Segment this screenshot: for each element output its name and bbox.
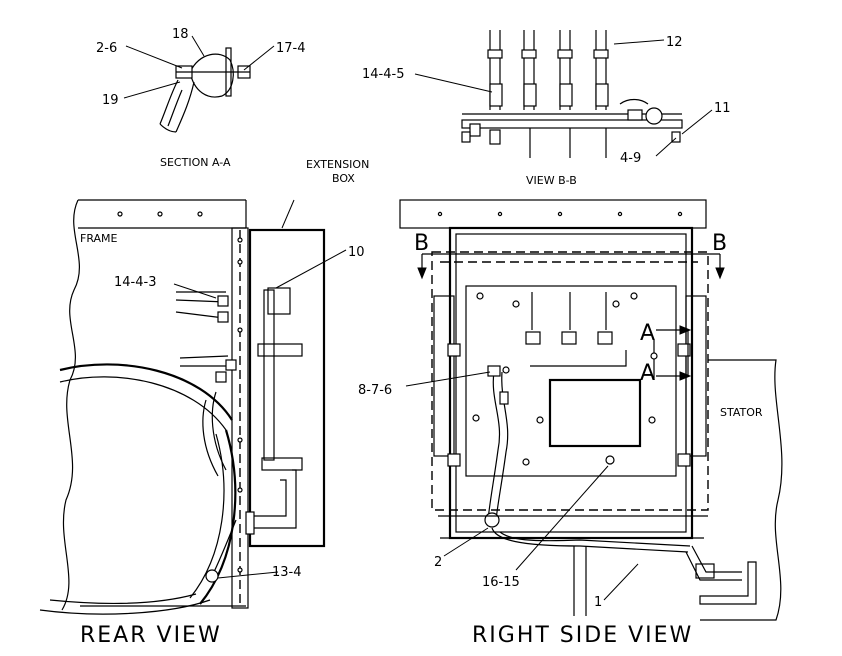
rear-view-title: REAR VIEW <box>80 623 222 648</box>
extension-box-label-2: BOX <box>332 172 355 185</box>
section-aa-detail <box>159 47 251 133</box>
section-mark-a-top: A <box>640 321 657 346</box>
callout-10: 10 <box>348 245 365 260</box>
callout-18: 18 <box>172 27 189 42</box>
section-mark-a-bottom: A <box>640 361 657 386</box>
callout-12: 12 <box>666 35 683 50</box>
callout-13-4: 13-4 <box>272 565 302 580</box>
stator-label: STATOR <box>720 406 763 419</box>
callout-1: 1 <box>594 595 602 610</box>
callout-19: 19 <box>102 93 119 108</box>
callout-16-15: 16-15 <box>482 575 520 590</box>
right-side-view-title: RIGHT SIDE VIEW <box>472 623 693 648</box>
callout-2: 2 <box>434 555 442 570</box>
section-mark-b-right: B <box>712 231 729 256</box>
callout-4-9: 4-9 <box>620 151 641 166</box>
callout-11: 11 <box>714 101 731 116</box>
view-bb-detail <box>461 30 683 158</box>
callout-17-4: 17-4 <box>276 41 306 56</box>
callout-2-6: 2-6 <box>96 41 117 56</box>
section-mark-b-left: B <box>414 231 431 256</box>
callout-14-4-3: 14-4-3 <box>114 275 156 290</box>
section-aa-title: SECTION A-A <box>160 156 231 169</box>
view-bb-title: VIEW B-B <box>526 174 577 187</box>
callout-8-7-6: 8-7-6 <box>358 383 392 398</box>
rear-view-drawing <box>39 199 326 615</box>
callout-14-4-5: 14-4-5 <box>362 67 404 82</box>
frame-label: FRAME <box>80 232 118 245</box>
right-side-view-drawing <box>399 199 783 621</box>
extension-box-label-1: EXTENSION <box>306 158 369 171</box>
